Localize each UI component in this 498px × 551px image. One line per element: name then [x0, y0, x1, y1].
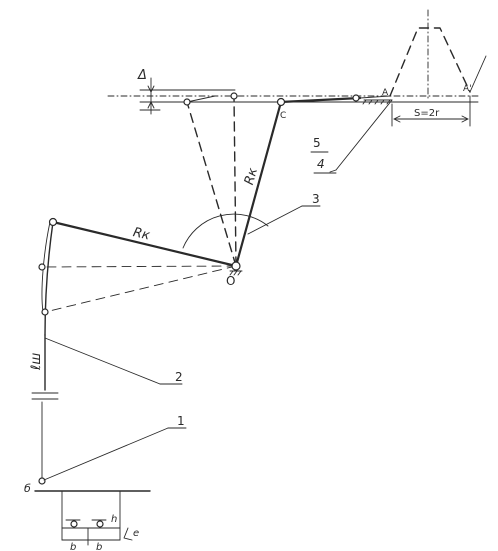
rod-length-label: ℓш: [29, 353, 44, 371]
point-C-label: C: [280, 111, 286, 121]
top-rail: [107, 89, 479, 111]
callout-2-label: 2: [175, 370, 183, 384]
crank-lower: [41, 220, 238, 336]
radius-Rk-lower-label: Rк: [131, 225, 151, 243]
joint-mid: [230, 92, 238, 100]
joint-C: [276, 97, 286, 107]
angle-arc: [182, 213, 269, 249]
stroke-profile: S=2r A A': [329, 9, 487, 173]
pivot-O: O: [226, 261, 243, 288]
joint-lower-bottom: [41, 308, 49, 316]
dim-b2-label: b: [96, 542, 102, 551]
pivot-O-label: O: [226, 274, 235, 288]
callout-5-label: 5: [313, 136, 321, 150]
dim-e-label: e: [133, 528, 139, 539]
dim-h-label: h: [111, 514, 117, 525]
dim-b1-label: b: [70, 542, 76, 551]
delta-label: Δ: [137, 68, 147, 83]
delta-dimension: Δ: [137, 68, 155, 115]
base-point-label: б: [24, 482, 31, 495]
crank-working-upper: [234, 95, 391, 268]
joints: [38, 92, 360, 316]
callout-1-label: 1: [177, 414, 185, 428]
callout-3-label: 3: [312, 192, 320, 206]
crank-positions-upper: [186, 95, 237, 267]
callouts: 5 4 3 2 1: [43, 136, 337, 481]
stroke-S-label: S=2r: [414, 108, 440, 119]
joint-lower-crank: [48, 217, 58, 227]
joint-rod: [352, 94, 360, 102]
base: h e b b б: [24, 477, 151, 551]
callout-4-label: 4: [317, 157, 325, 171]
radius-Rk-upper-label: Rк: [242, 166, 261, 187]
point-A1-label: A': [463, 84, 472, 94]
joint-left: [183, 98, 191, 106]
point-A-label: A: [382, 88, 389, 98]
joint-lower-mid: [38, 263, 46, 271]
pull-rod: ℓш: [29, 334, 59, 479]
